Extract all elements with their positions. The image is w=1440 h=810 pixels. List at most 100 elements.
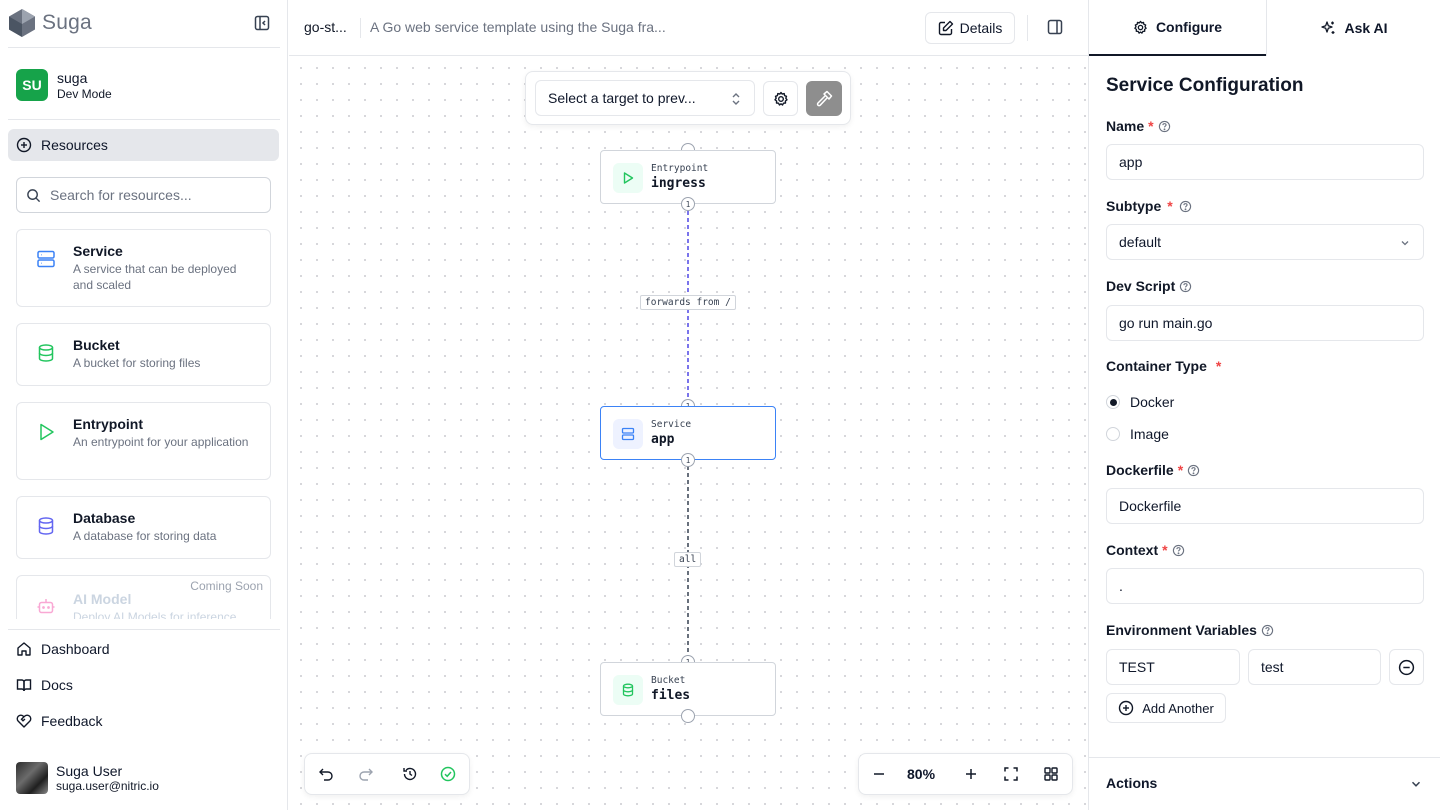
zoom-controls: 80% xyxy=(858,753,1073,795)
node-source-handle[interactable] xyxy=(681,709,695,723)
subtype-select[interactable]: default xyxy=(1106,224,1424,260)
required-marker: * xyxy=(1162,542,1168,558)
required-marker: * xyxy=(1167,198,1173,214)
divider xyxy=(360,18,361,38)
help-circle-icon[interactable] xyxy=(1172,544,1185,557)
flow-canvas[interactable]: Select a target to prev... Entrypoint in… xyxy=(289,56,1088,810)
tab-ask-ai[interactable]: Ask AI xyxy=(1266,0,1440,56)
play-icon xyxy=(36,422,56,442)
history-icon[interactable] xyxy=(402,766,418,782)
node-source-handle[interactable]: 1 xyxy=(681,197,695,211)
env-key-input[interactable] xyxy=(1106,649,1240,685)
hammer-icon xyxy=(815,90,833,108)
env-value-input[interactable] xyxy=(1248,649,1381,685)
redo-icon[interactable] xyxy=(358,766,374,782)
search-input[interactable] xyxy=(50,187,260,203)
nav-docs[interactable]: Docs xyxy=(16,677,73,693)
help-circle-icon[interactable] xyxy=(1179,280,1192,293)
help-circle-icon[interactable] xyxy=(1158,120,1171,133)
dev-script-label-text: Dev Script xyxy=(1106,278,1176,294)
chevron-down-icon[interactable] xyxy=(1409,777,1423,791)
context-label-text: Context xyxy=(1106,542,1159,558)
database-icon xyxy=(613,675,643,705)
database-icon xyxy=(36,343,56,363)
node-type: Bucket xyxy=(651,675,686,686)
node-name: files xyxy=(651,688,691,703)
nav-feedback[interactable]: Feedback xyxy=(16,713,102,729)
name-label-text: Name xyxy=(1106,118,1145,134)
undo-icon[interactable] xyxy=(318,766,334,782)
required-marker: * xyxy=(1148,118,1154,134)
resource-card-database[interactable]: Database A database for storing data xyxy=(16,496,271,559)
coming-soon-badge: Coming Soon xyxy=(190,579,263,593)
nav-dashboard-label: Dashboard xyxy=(41,641,110,657)
gear-icon xyxy=(1133,20,1148,35)
container-type-label: Container Type* xyxy=(1106,358,1221,374)
user-email: suga.user@nitric.io xyxy=(56,779,159,793)
resource-card-service[interactable]: Service A service that can be deployed a… xyxy=(16,229,271,307)
zoom-level: 80% xyxy=(907,766,936,782)
bot-icon xyxy=(36,596,56,616)
remove-env-button[interactable] xyxy=(1389,649,1424,685)
fit-view-icon[interactable] xyxy=(1003,766,1019,782)
nav-resources[interactable]: Resources xyxy=(8,129,279,161)
node-bucket-files[interactable]: Bucket files xyxy=(600,662,776,716)
resource-card-entrypoint[interactable]: Entrypoint An entrypoint for your applic… xyxy=(16,402,271,480)
node-entrypoint-ingress[interactable]: Entrypoint ingress xyxy=(600,150,776,204)
workspace-switcher[interactable]: SU suga Dev Mode xyxy=(16,69,112,101)
layout-grid-icon[interactable] xyxy=(1043,766,1059,782)
env-label-text: Environment Variables xyxy=(1106,622,1257,638)
target-select[interactable]: Select a target to prev... xyxy=(535,80,755,116)
help-circle-icon[interactable] xyxy=(1261,624,1274,637)
tab-ask-ai-label: Ask AI xyxy=(1344,20,1388,36)
nav-dashboard[interactable]: Dashboard xyxy=(16,641,110,657)
details-button[interactable]: Details xyxy=(925,12,1015,44)
divider xyxy=(8,47,280,48)
sidebar-collapse-icon[interactable] xyxy=(254,15,272,33)
subtype-label: Subtype* xyxy=(1106,198,1192,214)
divider xyxy=(8,629,280,630)
resource-card-bucket[interactable]: Bucket A bucket for storing files xyxy=(16,323,271,386)
zoom-out-icon[interactable] xyxy=(871,766,887,782)
node-name: ingress xyxy=(651,176,706,191)
context-input[interactable] xyxy=(1106,568,1424,604)
resource-search[interactable] xyxy=(16,177,271,213)
env-label: Environment Variables xyxy=(1106,622,1274,638)
gear-icon xyxy=(773,91,789,107)
dockerfile-input[interactable] xyxy=(1106,488,1424,524)
resource-list-clip: Coming Soon AI Model Deploy AI Models fo… xyxy=(16,575,271,619)
sparkles-icon xyxy=(1320,20,1336,36)
actions-accordion[interactable]: Actions xyxy=(1106,775,1158,791)
resource-description: An entrypoint for your application xyxy=(73,435,249,449)
build-button[interactable] xyxy=(806,81,842,116)
project-name[interactable]: go-st... xyxy=(304,19,347,35)
dev-script-label: Dev Script xyxy=(1106,278,1192,294)
brand[interactable]: Suga xyxy=(8,8,92,38)
resource-title: AI Model xyxy=(73,591,132,607)
zoom-in-icon[interactable] xyxy=(963,766,979,782)
minus-circle-icon xyxy=(1398,659,1415,676)
node-type: Service xyxy=(651,419,692,430)
resource-description: Deploy AI Models for inference xyxy=(73,610,237,619)
name-label: Name* xyxy=(1106,118,1171,134)
node-service-app[interactable]: Service app xyxy=(600,406,776,460)
radio-docker[interactable]: Docker xyxy=(1106,394,1174,410)
target-select-value: Select a target to prev... xyxy=(548,90,696,106)
name-input[interactable] xyxy=(1106,144,1424,180)
target-settings-button[interactable] xyxy=(763,81,798,116)
help-circle-icon[interactable] xyxy=(1179,200,1192,213)
dev-script-input[interactable] xyxy=(1106,305,1424,341)
add-another-button[interactable]: Add Another xyxy=(1106,693,1226,723)
required-marker: * xyxy=(1215,358,1222,374)
play-icon xyxy=(613,163,643,193)
tab-configure[interactable]: Configure xyxy=(1089,0,1266,56)
node-source-handle[interactable]: 1 xyxy=(681,453,695,467)
server-icon xyxy=(613,419,643,449)
chevrons-up-down-icon xyxy=(730,91,742,107)
help-circle-icon[interactable] xyxy=(1187,464,1200,477)
history-controls xyxy=(304,753,470,795)
panel-toggle-icon[interactable] xyxy=(1047,19,1063,35)
target-toolbar: Select a target to prev... xyxy=(525,71,851,125)
radio-image[interactable]: Image xyxy=(1106,426,1169,442)
user-menu[interactable]: Suga User suga.user@nitric.io xyxy=(16,762,159,794)
